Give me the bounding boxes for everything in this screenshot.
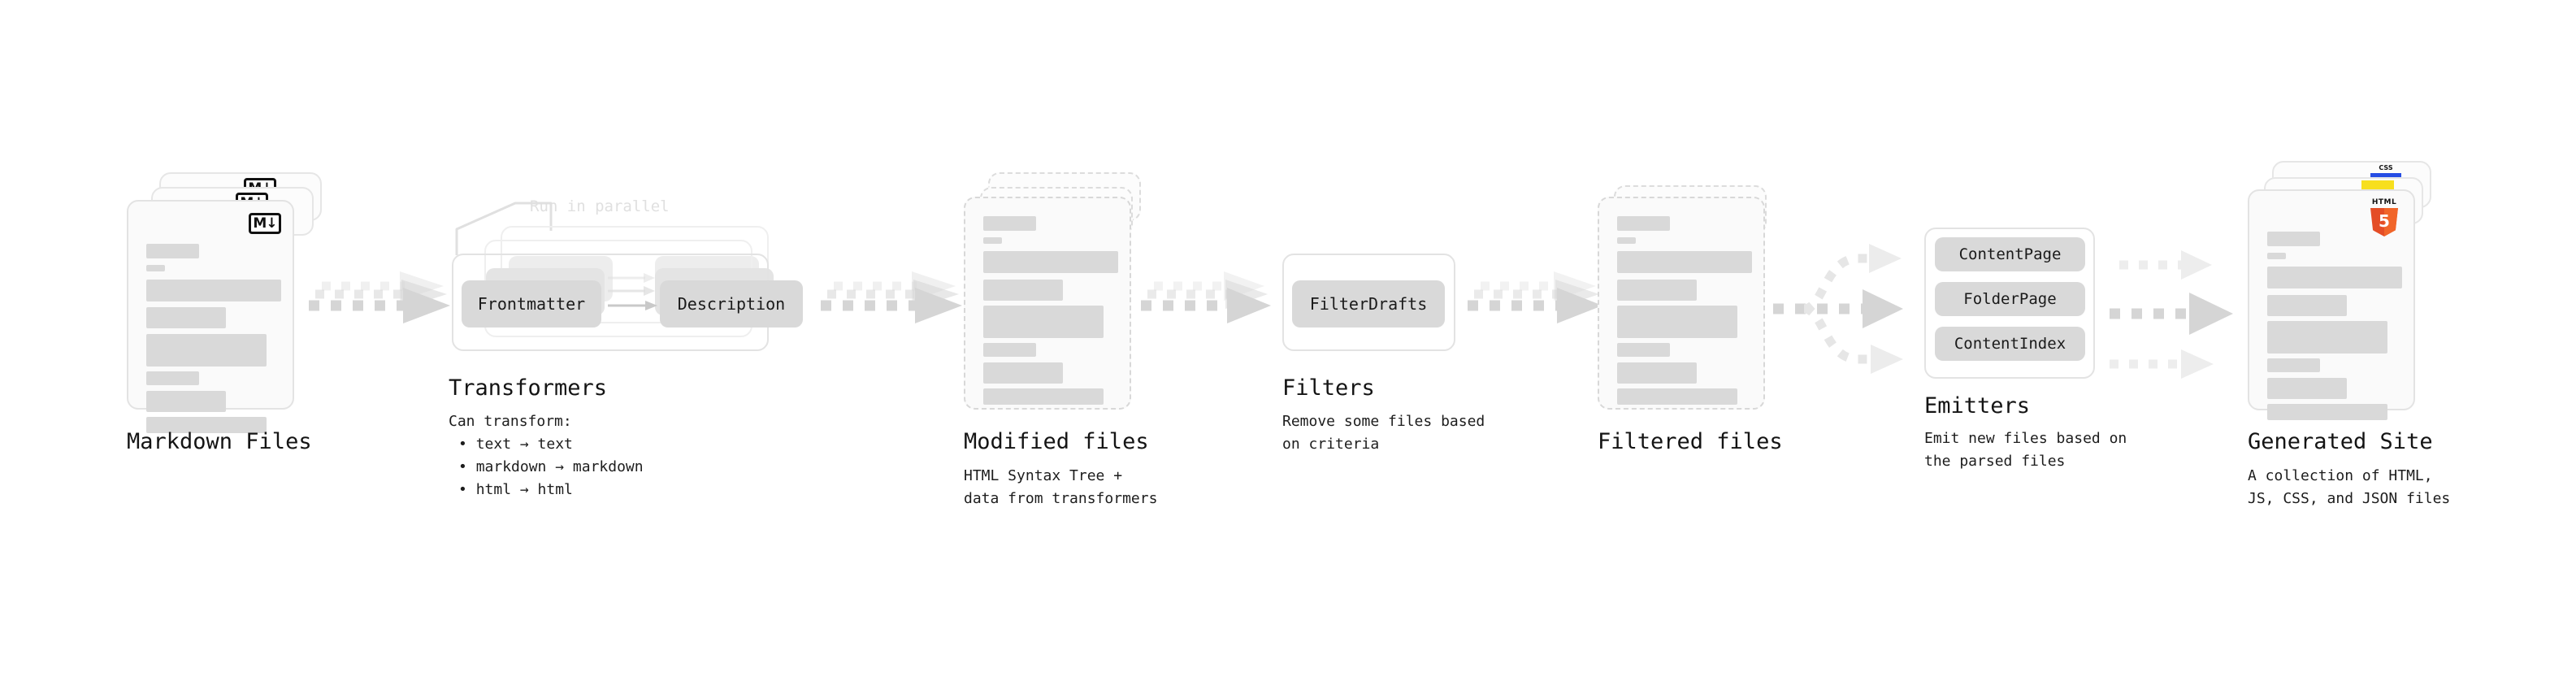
connector-transformers-to-modified <box>821 271 962 323</box>
skeleton-line-5 <box>1617 362 1697 384</box>
connector-filtered-to-emitters <box>1773 244 1903 374</box>
connector-emitters-to-site <box>2110 250 2233 379</box>
transformer-pill-description[interactable]: Description <box>660 280 803 327</box>
skeleton-line-4 <box>146 371 199 385</box>
markdown-files-title: Markdown Files <box>127 429 312 454</box>
filtered-files-title: Filtered files <box>1598 429 1783 454</box>
skeleton-line-2 <box>2267 295 2347 316</box>
transformer-pill-frontmatter[interactable]: Frontmatter <box>462 280 601 327</box>
connector-markdown-to-transformers <box>309 271 450 323</box>
css-badge-label: CSS <box>2379 164 2393 171</box>
emitter-pill-contentpage[interactable]: ContentPage <box>1935 237 2085 271</box>
transformers-bullet-0: text → text <box>449 433 644 456</box>
skeleton-line-2 <box>146 307 226 328</box>
modified-files-title: Modified files <box>964 429 1149 454</box>
modified-files-subtitle: HTML Syntax Tree + data from transformer… <box>964 465 1157 510</box>
filter-pill-filterdrafts[interactable]: FilterDrafts <box>1292 280 1445 327</box>
css-badge-bar <box>2370 173 2401 177</box>
generated-site-subtitle-line-1: JS, CSS, and JSON files <box>2248 489 2451 507</box>
skeleton-line-3 <box>983 306 1104 338</box>
connector-modified-to-filters <box>1141 271 1271 323</box>
skeleton-line-4 <box>2267 358 2320 372</box>
skeleton-line-1 <box>2267 267 2402 288</box>
filters-subtitle: Remove some files based on criteria <box>1282 410 1485 456</box>
transformers-description: Can transform: text → text markdown → ma… <box>449 410 644 501</box>
html5-shield-icon: 5 <box>2370 208 2398 236</box>
transformers-bullet-1: markdown → markdown <box>449 456 644 479</box>
markdown-card: M↓ <box>127 200 294 433</box>
modified-files-subtitle-line-1: data from transformers <box>964 489 1158 507</box>
html5-badge-label: HTML <box>2371 198 2397 206</box>
generated-site-subtitle: A collection of HTML, JS, CSS, and JSON … <box>2248 465 2450 510</box>
skeleton-line-1 <box>983 251 1118 273</box>
emitters-subtitle: Emit new files based on the parsed files <box>1924 427 2127 473</box>
emitter-pill-contentindex[interactable]: ContentIndex <box>1935 327 2085 361</box>
html5-badge-digit: 5 <box>2379 211 2390 231</box>
transformers-bullet-list: text → text markdown → markdown html → h… <box>449 433 644 501</box>
skeleton-subheading <box>2267 253 2286 259</box>
skeleton-line-5 <box>2267 378 2347 399</box>
transformers-title: Transformers <box>449 375 608 401</box>
skeleton-line-3 <box>146 334 267 367</box>
connector-filters-to-filtered <box>1468 271 1602 323</box>
run-in-parallel-bracket <box>455 202 553 255</box>
generated-site-title: Generated Site <box>2248 429 2433 454</box>
skeleton-line-3 <box>2267 321 2387 354</box>
skeleton-heading <box>2267 232 2320 246</box>
modified-card <box>964 197 1131 410</box>
skeleton-line-6 <box>2267 404 2387 420</box>
skeleton-line-6 <box>146 417 267 433</box>
emitter-pill-folderpage[interactable]: FolderPage <box>1935 282 2085 316</box>
skeleton-line-3 <box>1617 306 1737 338</box>
skeleton-line-1 <box>146 280 281 301</box>
skeleton-subheading <box>146 265 165 271</box>
skeleton-subheading <box>983 237 1002 244</box>
skeleton-line-6 <box>1617 388 1737 405</box>
emitters-subtitle-line-1: the parsed files <box>1924 452 2066 470</box>
transformers-lead: Can transform: <box>449 413 572 430</box>
skeleton-line-1 <box>1617 251 1752 273</box>
filters-subtitle-line-0: Remove some files based <box>1282 413 1485 430</box>
css-badge: CSS <box>2370 165 2402 183</box>
skeleton-heading <box>983 216 1036 231</box>
transformers-internal-arrows <box>608 273 657 310</box>
emitters-title: Emitters <box>1924 393 2031 419</box>
markdown-badge: M↓ <box>249 213 281 234</box>
emitters-subtitle-line-0: Emit new files based on <box>1924 430 2127 447</box>
filtered-card <box>1598 197 1765 410</box>
emitters-box <box>1924 228 2095 379</box>
skeleton-line-5 <box>146 391 226 412</box>
skeleton-heading <box>146 244 199 258</box>
skeleton-line-2 <box>1617 280 1697 301</box>
transformers-bullet-2: html → html <box>449 479 644 501</box>
skeleton-line-2 <box>983 280 1063 301</box>
modified-files-subtitle-line-0: HTML Syntax Tree + <box>964 467 1123 484</box>
skeleton-line-6 <box>983 388 1104 405</box>
html5-badge: HTML 5 <box>2368 199 2400 236</box>
skeleton-subheading <box>1617 237 1636 244</box>
skeleton-line-4 <box>983 343 1036 357</box>
filters-box <box>1282 254 1455 351</box>
skeleton-line-4 <box>1617 343 1670 357</box>
generated-site-card: HTML 5 <box>2248 189 2415 420</box>
generated-site-subtitle-line-0: A collection of HTML, <box>2248 467 2433 484</box>
skeleton-line-5 <box>983 362 1063 384</box>
filters-title: Filters <box>1282 375 1375 401</box>
filters-subtitle-line-1: on criteria <box>1282 435 1380 453</box>
skeleton-heading <box>1617 216 1670 231</box>
run-in-parallel-label: Run in parallel <box>530 197 670 215</box>
